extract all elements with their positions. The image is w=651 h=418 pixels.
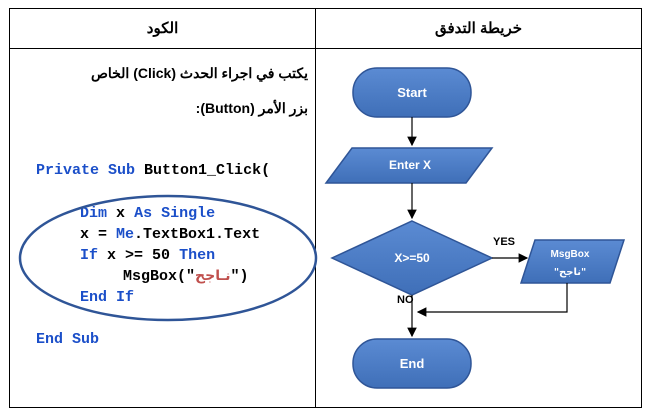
- input-parallelogram-shape: [324, 147, 494, 184]
- table-border-bottom: [9, 407, 642, 408]
- header-code: الكود: [146, 20, 179, 37]
- table-border-top: [9, 8, 642, 9]
- end-label: End: [400, 356, 425, 371]
- start-label: Start: [397, 85, 427, 100]
- table-border-left: [9, 8, 10, 408]
- end-terminator-shape: [352, 338, 472, 389]
- instruction-line-2: بزر الأمر (Button):: [195, 100, 308, 116]
- decision-label: X>=50: [394, 251, 430, 265]
- keyword: Private Sub: [36, 162, 136, 179]
- output-parallelogram-shape: [519, 239, 626, 284]
- header-flowchart: خريطة التدفق: [434, 20, 523, 37]
- table-border-header-bottom: [9, 48, 642, 49]
- yes-label: YES: [493, 236, 515, 248]
- sub-name: Button1_Click(: [144, 162, 271, 179]
- no-label: NO: [397, 294, 414, 306]
- output-label-line1: MsgBox: [551, 249, 590, 260]
- code-line-sub-open: Private Sub Button1_Click(: [36, 162, 270, 179]
- code-line-end-sub: End Sub: [36, 331, 100, 348]
- table-border-right: [641, 8, 642, 408]
- input-label: Enter X: [389, 158, 431, 172]
- output-label-line2: "ناجح": [554, 267, 586, 278]
- instruction-line-1: يكتب في اجراء الحدث (Click) الخاص: [90, 65, 308, 81]
- arrow-output-return: [416, 283, 568, 317]
